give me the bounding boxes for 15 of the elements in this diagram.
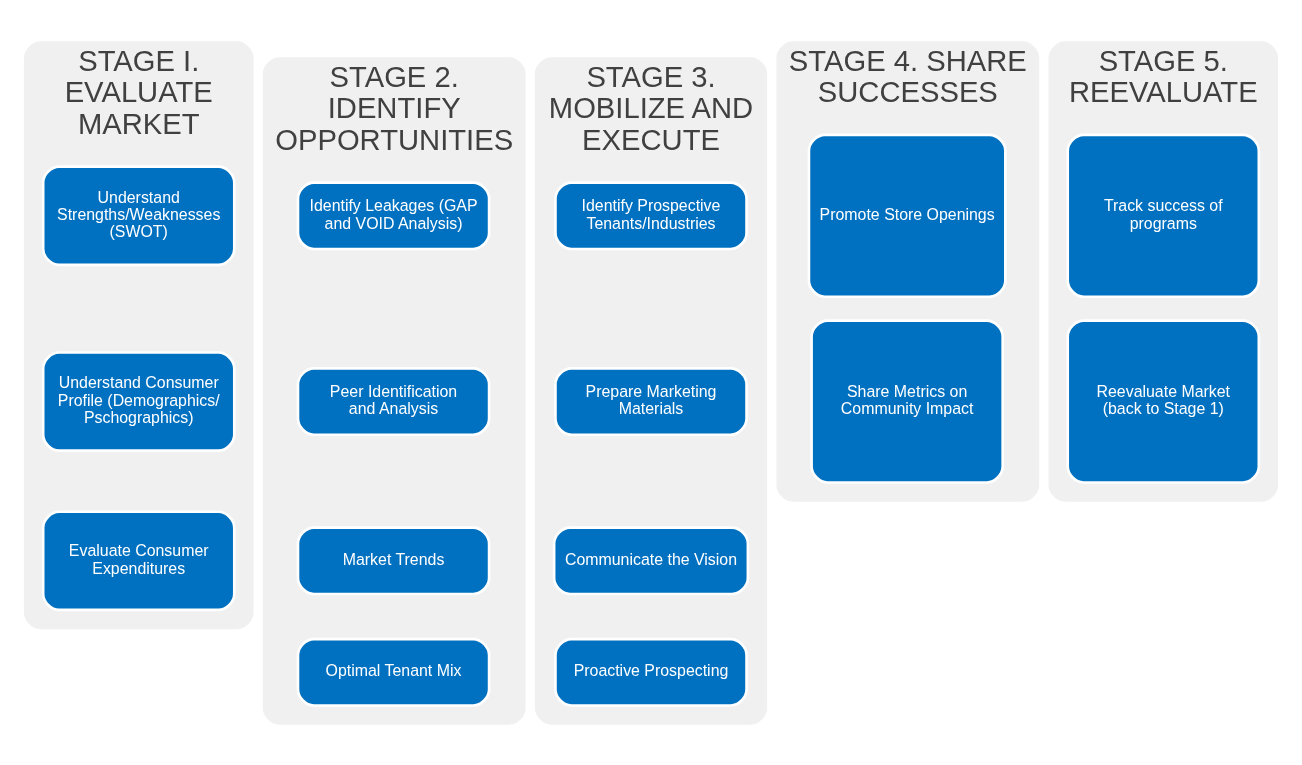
node-box: Reevaluate Market (back to Stage 1) <box>1066 318 1261 484</box>
node-box: Understand Strengths/Weaknesses (SWOT) <box>41 164 236 266</box>
node-box: Evaluate Consumer Expenditures <box>41 509 236 611</box>
node-box: Optimal Tenant Mix <box>296 637 491 707</box>
node-box: Market Trends <box>296 525 491 595</box>
node-box: Track success of programs <box>1066 133 1261 298</box>
node-box: Identify Leakages (GAP and VOID Analysis) <box>296 180 491 250</box>
node-box: Share Metrics on Community Impact <box>810 318 1004 484</box>
node-box: Peer Identification and Analysis <box>296 366 491 436</box>
node-box: Prepare Marketing Materials <box>554 366 748 436</box>
node-box: Understand Consumer Profile (Demographics/ Pschographics) <box>41 350 236 452</box>
node-box: Communicate the Vision <box>552 525 750 595</box>
node-box: Promote Store Openings <box>807 133 1007 298</box>
node-box: Identify Prospective Tenants/Industries <box>554 180 748 250</box>
node-box: Proactive Prospecting <box>554 637 748 707</box>
